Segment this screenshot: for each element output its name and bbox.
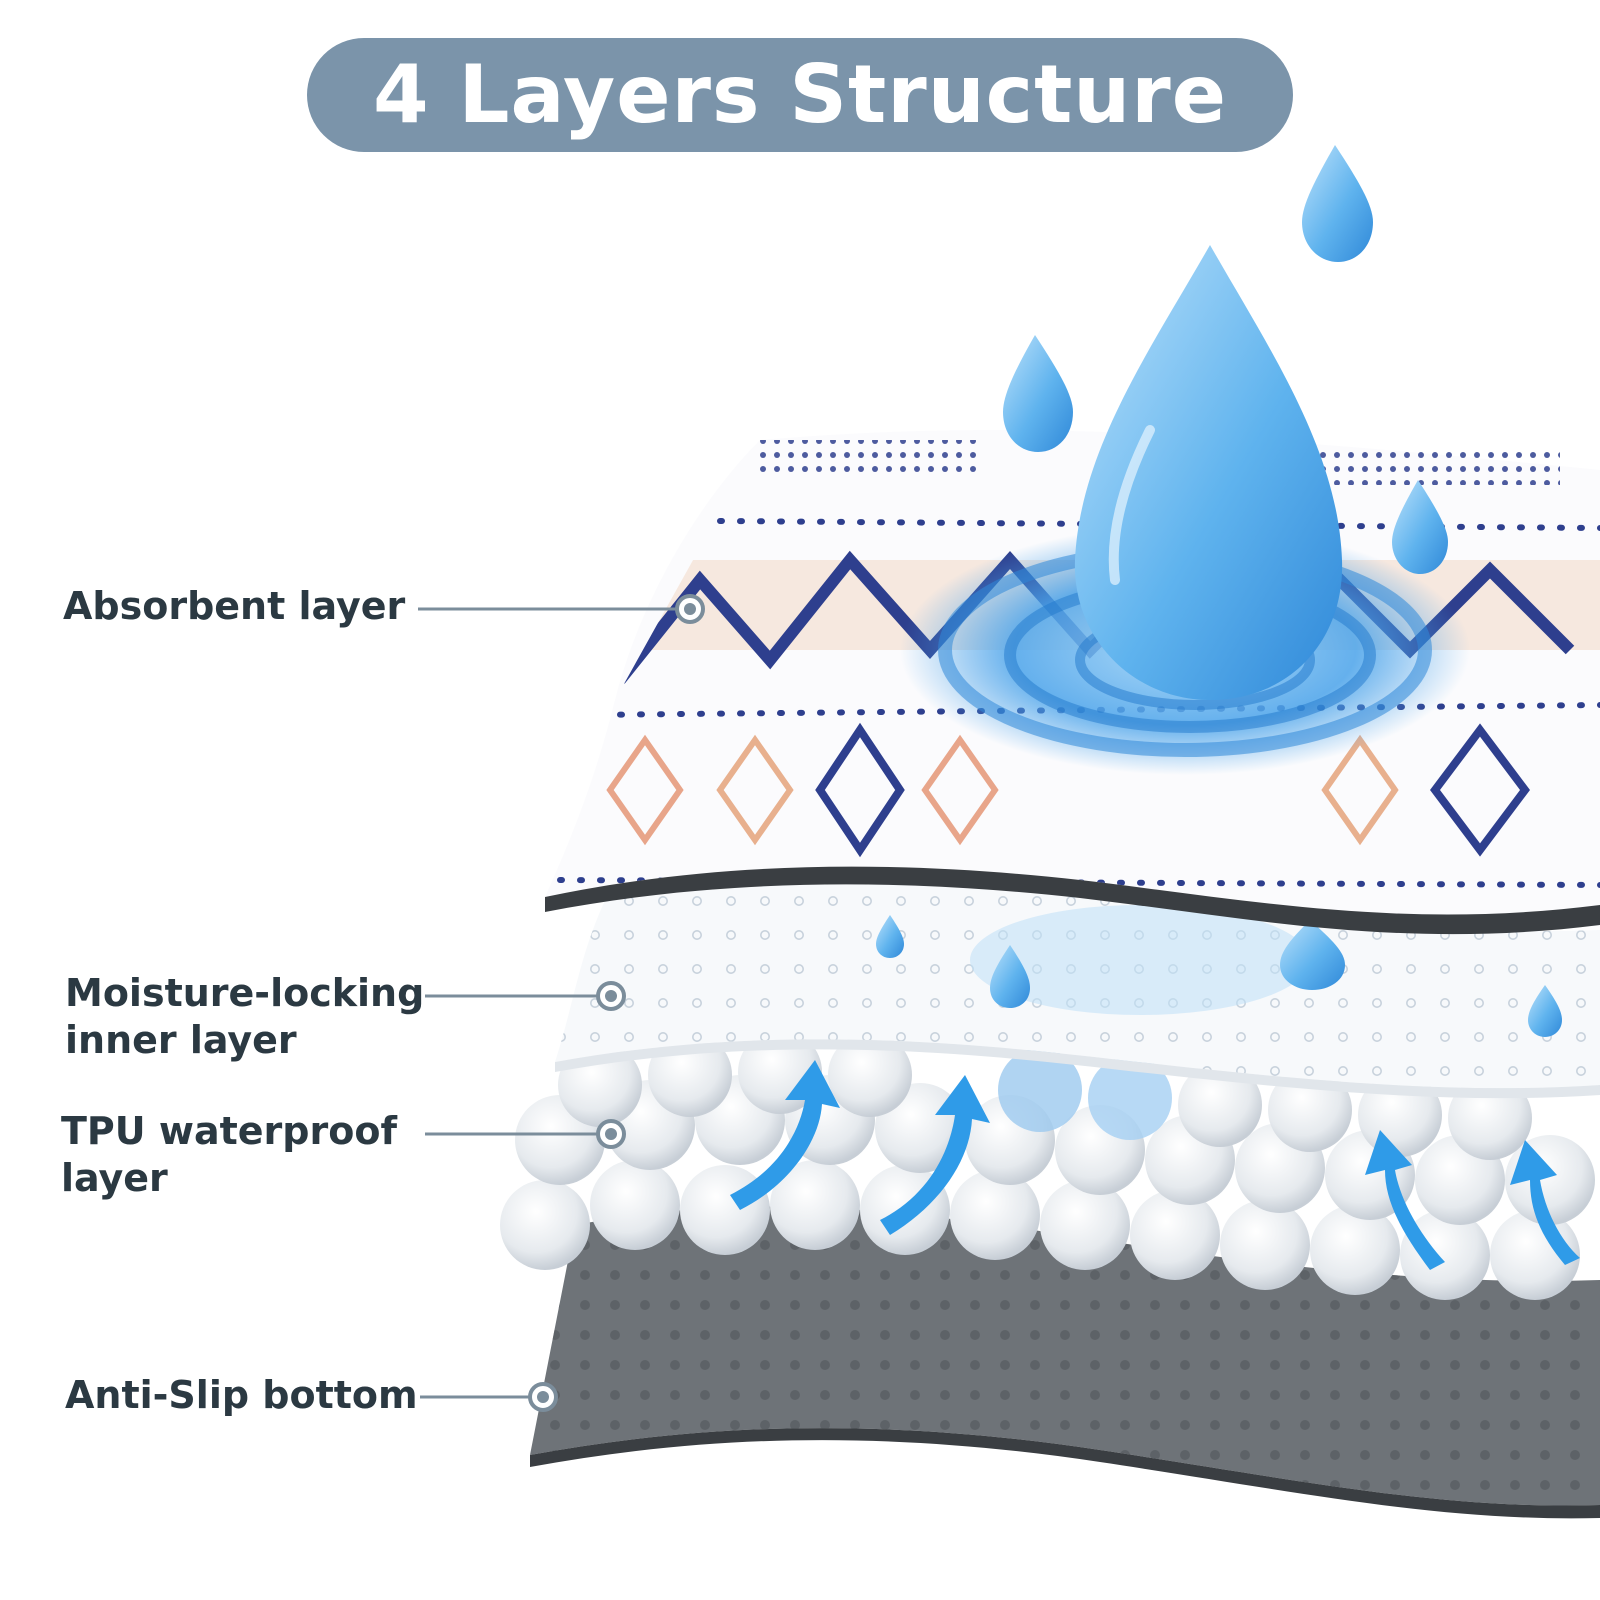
water-drop-small: [1392, 480, 1448, 574]
label-moisture-locking-layer: Moisture-locking inner layer: [65, 970, 424, 1064]
label-line: Anti-Slip bottom: [65, 1373, 418, 1417]
label-line: TPU waterproof: [61, 1109, 397, 1153]
water-drop-small: [1003, 335, 1073, 452]
label-absorbent-layer: Absorbent layer: [63, 583, 405, 630]
label-line: Absorbent layer: [63, 584, 406, 628]
page-title: 4 Layers Structure: [373, 48, 1227, 141]
water-drop-small: [1302, 145, 1373, 262]
title-pill: 4 Layers Structure: [307, 38, 1293, 152]
label-line: Moisture-locking: [65, 971, 425, 1015]
water-beads: [876, 915, 1562, 1037]
callout-lines: [418, 594, 705, 1412]
large-water-drop: [1074, 245, 1343, 700]
label-line: layer: [61, 1156, 168, 1200]
label-anti-slip-bottom: Anti-Slip bottom: [65, 1372, 418, 1419]
label-tpu-waterproof-layer: TPU waterproof layer: [61, 1108, 397, 1202]
label-line: inner layer: [65, 1018, 297, 1062]
moisture-arrows: [730, 1060, 1580, 1270]
